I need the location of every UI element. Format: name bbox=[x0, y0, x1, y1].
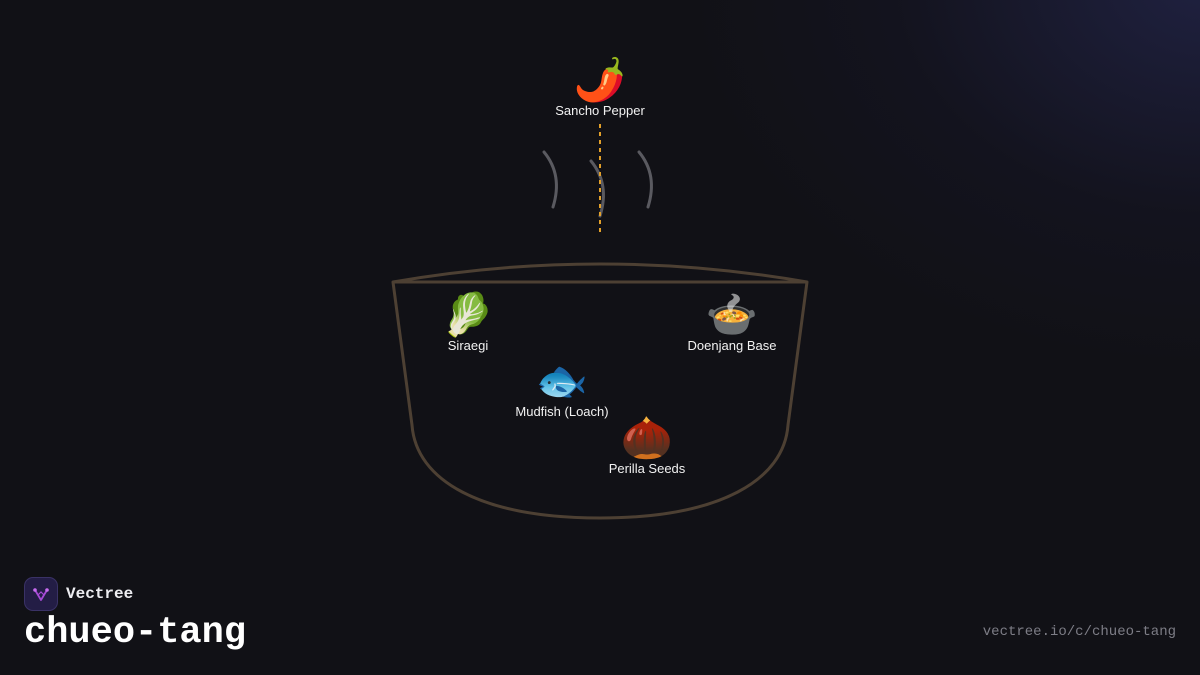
ingredient-mudfish: 🐟 Mudfish (Loach) bbox=[472, 356, 652, 420]
stew-pot-icon: 🍲 bbox=[705, 290, 759, 339]
ingredient-doenjang-base: 🍲 Doenjang Base bbox=[642, 290, 822, 354]
vectree-logo-icon bbox=[24, 577, 58, 611]
ingredient-label: Doenjang Base bbox=[687, 338, 777, 353]
fish-icon: 🐟 bbox=[535, 356, 589, 405]
leafy-greens-icon: 🥬 bbox=[441, 290, 495, 339]
chestnut-icon: 🌰 bbox=[620, 413, 674, 462]
brand-name: Vectree bbox=[66, 585, 134, 603]
ingredient-label: Siraegi bbox=[447, 338, 489, 353]
ingredient-label: Perilla Seeds bbox=[608, 461, 686, 476]
steam-wisp-center bbox=[589, 159, 605, 218]
topping-label: Sancho Pepper bbox=[555, 103, 645, 118]
topping-sancho-pepper: 🌶️ Sancho Pepper bbox=[510, 55, 690, 119]
steam-wisp-left bbox=[542, 150, 558, 209]
page-title: chueo-tang bbox=[24, 612, 247, 654]
ingredient-perilla-seeds: 🌰 Perilla Seeds bbox=[557, 413, 737, 477]
steam-wisp-right bbox=[637, 150, 653, 209]
pot-body bbox=[391, 280, 809, 520]
ingredient-label: Mudfish (Loach) bbox=[515, 404, 609, 419]
pot-rim-arc bbox=[392, 262, 808, 284]
chili-pepper-icon: 🌶️ bbox=[573, 55, 627, 104]
ingredient-siraegi: 🥬 Siraegi bbox=[378, 290, 558, 354]
brand: Vectree bbox=[24, 577, 133, 611]
page-url: vectree.io/c/chueo-tang bbox=[982, 624, 1176, 640]
